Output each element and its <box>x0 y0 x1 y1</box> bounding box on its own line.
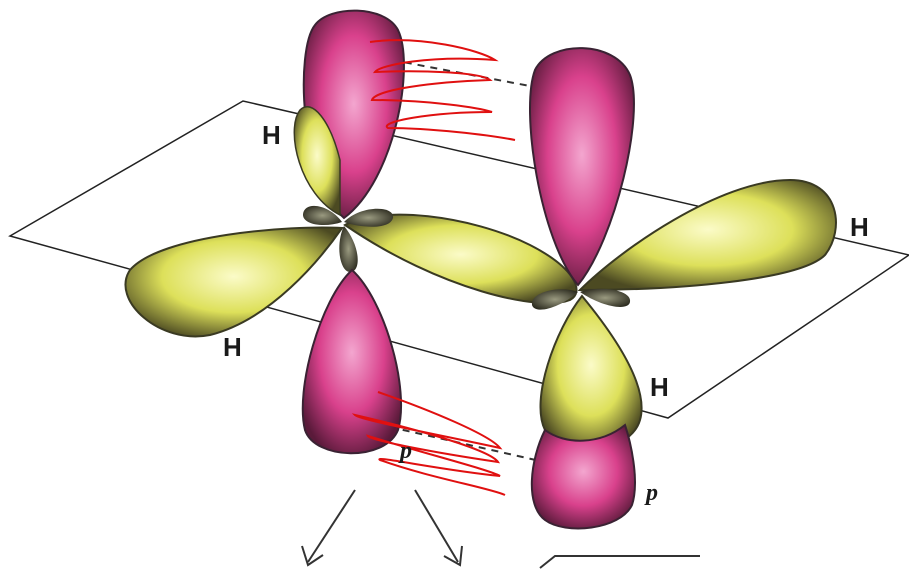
pi-overlap-dash-bottom <box>390 427 540 461</box>
label-p-right: p <box>644 480 658 506</box>
label-h-right: H <box>850 212 869 242</box>
label-h-lower-right: H <box>650 372 669 402</box>
sp2-lobe-h-bottom-left <box>125 227 342 336</box>
label-h-top-left: H <box>262 120 281 150</box>
label-h-bottom-left: H <box>223 332 242 362</box>
p-orbital-lobe-bottom-left <box>303 270 401 453</box>
arrow-left <box>308 490 355 562</box>
back-lobe-left-3 <box>339 226 357 272</box>
label-p-left: p <box>398 438 412 464</box>
partial-bracket <box>540 556 700 568</box>
arrow-right <box>415 490 458 562</box>
sigma-bond-lobe <box>345 215 577 304</box>
p-orbital-lobe-bottom-right <box>532 425 635 528</box>
p-orbital-lobe-top-right <box>530 48 634 285</box>
